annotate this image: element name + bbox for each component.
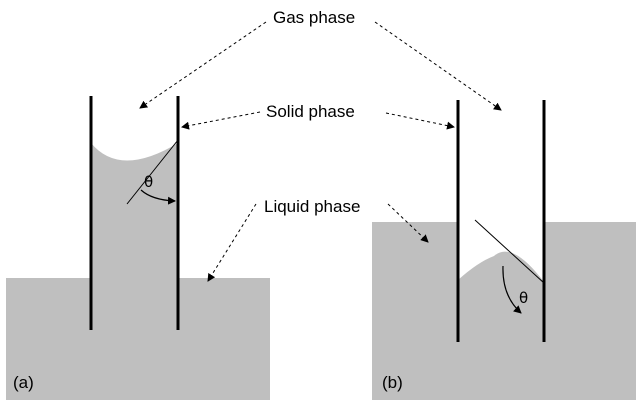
solid-arrow-a	[181, 111, 261, 130]
panel-label-a: (a)	[13, 373, 34, 392]
gas-arrow-a	[139, 21, 267, 109]
pointer-arrows	[139, 21, 502, 282]
solid-phase-label: Solid phase	[266, 102, 355, 121]
liquid-column-a	[91, 143, 178, 280]
panel-b: θ (b)	[372, 100, 636, 400]
solid-arrow-b	[385, 112, 455, 130]
contact-angle-arc-a	[140, 189, 176, 205]
contact-tangent-b	[474, 219, 545, 284]
gas-phase-label: Gas phase	[273, 8, 355, 27]
liquid-arrow-a	[207, 203, 257, 282]
theta-label-a: θ	[144, 173, 153, 191]
liquid-phase-label: Liquid phase	[264, 197, 360, 216]
gas-region-b	[458, 222, 544, 282]
gas-arrow-b	[374, 21, 502, 111]
contact-tangent-a	[126, 139, 179, 205]
theta-label-b: θ	[519, 289, 528, 307]
liquid-bath-b	[372, 222, 636, 400]
liquid-bath-a	[6, 278, 270, 400]
panel-label-b: (b)	[382, 373, 403, 392]
panel-a: θ (a)	[6, 96, 270, 400]
contact-angle-arc-b	[502, 265, 522, 314]
